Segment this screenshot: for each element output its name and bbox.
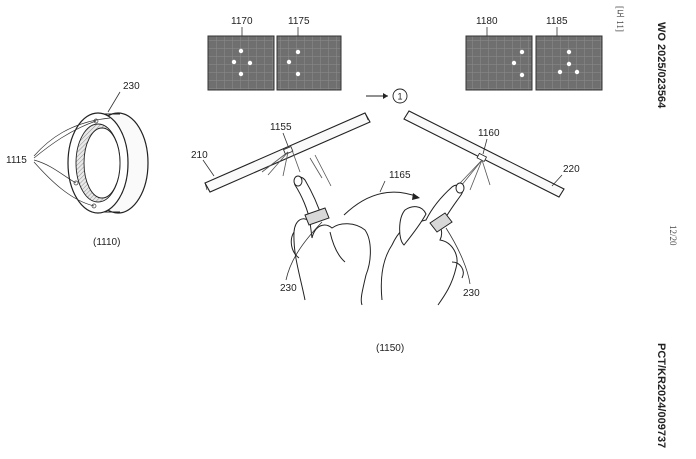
ring-callouts: 230 230: [280, 221, 480, 299]
image-label-1180: 1180: [476, 16, 498, 27]
image-label-1175: 1175: [288, 16, 310, 27]
motion-label-1165: 1165: [389, 170, 411, 181]
sheet-number: 12/20: [668, 225, 678, 246]
right-hand: [380, 182, 465, 306]
left-hand: [290, 175, 371, 306]
step-arrow: 1: [366, 88, 408, 104]
scene-caption: (1150): [376, 343, 404, 354]
captured-image-1180: 1180: [465, 16, 533, 91]
application-number: PCT/KR2024/009737: [655, 343, 667, 449]
image-label-1185: 1185: [546, 16, 568, 27]
motion-arrow: 1165: [343, 170, 420, 216]
ring-label-right: 230: [463, 288, 480, 299]
ring-detail: 230 1115 (1110): [6, 81, 149, 248]
sensor-bar-220: 1160 220: [403, 110, 580, 198]
captured-image-1170: 1170: [207, 16, 275, 91]
ring-label: 230: [123, 81, 140, 92]
image-label-1170: 1170: [231, 16, 253, 27]
sensor-label-1160: 1160: [478, 128, 500, 139]
sensor-bar-210: 210 1155: [191, 112, 371, 193]
sensing-rays: [261, 149, 491, 201]
publication-number: WO 2025/023564: [655, 22, 667, 109]
sensor-label-1155: 1155: [270, 122, 292, 133]
ring-label-left: 230: [280, 283, 297, 294]
ring-strands-label: 1115: [6, 155, 27, 166]
bar-label-210: 210: [191, 150, 208, 161]
bar-label-220: 220: [563, 164, 580, 175]
figure-reference: [도 11]: [615, 6, 625, 32]
step-marker: 1: [397, 92, 402, 102]
ring-caption: (1110): [93, 237, 120, 248]
captured-image-1175: 1175: [276, 16, 342, 91]
captured-image-1185: 1185: [535, 16, 603, 91]
